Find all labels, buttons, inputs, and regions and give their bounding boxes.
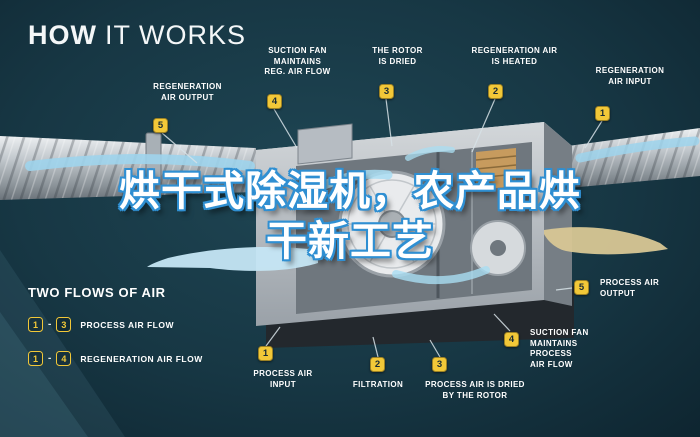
callout-label: PROCESS AIR INPUT xyxy=(253,369,313,389)
callout-label: SUCTION FAN MAINTAINS REG. AIR FLOW xyxy=(264,46,331,76)
legend-dash: - xyxy=(48,353,52,364)
callout-label: REGENERATION AIR IS HEATED xyxy=(471,46,558,66)
legend-dash: - xyxy=(48,319,52,330)
callout-badge-2: 2 xyxy=(370,357,385,372)
legend-row-process: 1 - 3 PROCESS AIR FLOW xyxy=(28,317,203,332)
callout-label: FILTRATION xyxy=(352,380,404,389)
process-fan xyxy=(470,220,526,276)
air-flows xyxy=(25,136,700,285)
headline-overlay: 烘干式除湿机，农产品烘 干新工艺 xyxy=(0,166,700,266)
air-flow-swoosh-process-out xyxy=(147,246,318,271)
legend-title: TWO FLOWS OF AIR xyxy=(28,285,166,300)
callout-badge-1: 1 xyxy=(595,106,610,121)
air-flow-swoosh-left-duct xyxy=(25,154,255,171)
air-flow-swoosh-regen-tan xyxy=(544,227,668,255)
headline-line-1: 烘干式除湿机，农产品烘 xyxy=(119,168,581,214)
headline-line-2: 干新工艺 xyxy=(266,218,434,264)
air-flow-swoosh-interior-2 xyxy=(392,266,490,285)
title-bold: HOW xyxy=(28,20,97,50)
callout-label: REGENERATION AIR OUTPUT xyxy=(153,82,222,102)
callout-badge-5: 5 xyxy=(153,118,168,133)
legend-badge-start: 1 xyxy=(28,351,43,366)
desiccant-rotor xyxy=(338,170,446,278)
air-flow-swoosh-interior-3 xyxy=(405,146,455,161)
legend-badge-end: 4 xyxy=(56,351,72,366)
callout-label: PROCESS AIR IS DRIED BY THE ROTOR xyxy=(425,380,525,400)
machine-right-face xyxy=(544,122,572,306)
title-light: IT WORKS xyxy=(104,20,246,50)
callout-badge-4: 4 xyxy=(267,94,282,109)
callout-label: REGENERATION AIR INPUT xyxy=(595,66,665,86)
legend: TWO FLOWS OF AIR 1 - 3 PROCESS AIR FLOW … xyxy=(28,285,203,385)
callout-badge-2: 2 xyxy=(488,84,503,99)
air-flow-swoosh-interior-1 xyxy=(295,169,393,203)
heater-element xyxy=(475,148,517,190)
regeneration-fan-housing xyxy=(297,123,353,165)
callout-label: THE ROTOR IS DRIED xyxy=(372,46,423,66)
legend-row-regeneration: 1 - 4 REGENERATION AIR FLOW xyxy=(28,351,203,366)
callout-badge-5: 5 xyxy=(574,280,589,295)
air-flow-swoosh-right-duct xyxy=(575,136,700,163)
legend-badge-start: 1 xyxy=(28,317,43,332)
legend-badge-end: 3 xyxy=(56,317,72,332)
callout-badge-4: 4 xyxy=(504,332,519,347)
legend-label: REGENERATION AIR FLOW xyxy=(80,353,203,364)
leader-lines xyxy=(161,98,603,358)
callout-label: SUCTION FAN MAINTAINS PROCESS AIR FLOW xyxy=(530,328,589,369)
callout-badge-3: 3 xyxy=(432,357,447,372)
callout-badge-1: 1 xyxy=(258,346,273,361)
left-duct xyxy=(0,132,256,200)
legend-label: PROCESS AIR FLOW xyxy=(80,319,174,330)
callout-badge-3: 3 xyxy=(379,84,394,99)
callout-label: PROCESS AIR OUTPUT xyxy=(600,278,660,298)
background-stripes xyxy=(0,250,125,437)
